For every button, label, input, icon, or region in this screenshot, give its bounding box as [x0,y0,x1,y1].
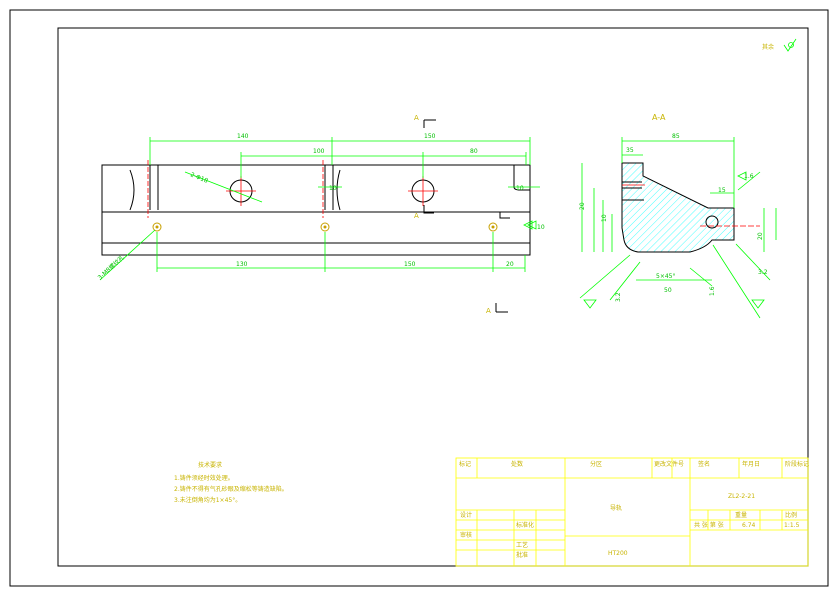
front-dims-bottom: 130 150 20 [156,232,526,272]
hdr-count: 处数 [511,460,523,468]
cell-process: 工艺 [516,541,528,549]
roughness-val-1: 3.2 [615,292,622,302]
material: HT200 [608,550,628,557]
rail-outline [101,164,531,256]
surface-finish-note: 其余 [762,38,797,52]
inner-border [57,27,809,567]
dim-130: 130 [236,261,248,268]
rail-mid-curve [336,169,341,211]
cut-marker-top: A [414,114,436,128]
tapped-hole-1 [152,222,162,232]
title-block-frame [455,457,809,567]
hdr-weight: 重量 [735,511,747,519]
sec-dim-10: 10 [601,214,608,222]
sec-dim-15: 15 [718,187,726,194]
hdr-date: 年月日 [742,460,760,468]
hdr-change: 更改文件号 [654,460,684,468]
sec-dim-20: 20 [579,202,586,210]
dim-140: 140 [237,133,249,140]
cut-marker-mid: A [414,205,434,220]
hdr-sign: 签名 [698,460,710,468]
dim-80: 80 [470,148,478,155]
cell-approve: 批准 [516,551,528,559]
note-2: 2.铸件不得有气孔砂眼及缩松等铸造缺陷。 [174,485,288,493]
roughness-icon-3 [737,171,747,181]
front-dims-side: 10 10 10 [318,185,545,231]
technical-notes: 技术要求 1.铸件须经时效处理。 2.铸件不得有气孔砂眼及缩松等铸造缺陷。 3.… [174,461,288,504]
section-dims: 85 35 20 10 15 20 5×45° 50 [579,133,777,294]
hole-leader: 2-Φ18 [184,171,263,203]
front-view: 140 150 100 80 10 10 10 2-Φ18 [96,114,545,315]
tapped-hole-3 [488,222,498,232]
rail-slots [149,165,530,210]
section-title: A-A [652,113,666,122]
front-dims-top: 140 150 100 80 [149,133,531,178]
section-view: A-A 85 35 20 10 [523,113,777,319]
note-1: 1.铸件须经时效处理。 [174,474,234,482]
hdr-mark: 标记 [459,460,471,468]
roughness-icon-1 [583,299,597,309]
drawing-number: ZL2-2-21 [728,493,755,500]
roughness-val-2: 1.6 [709,286,716,296]
notes-title: 技术要求 [198,461,222,469]
title-block: 标记 处数 分区 更改文件号 签名 年月日 阶段标记 重量 比例 设计 标准化 … [455,457,809,567]
tapped-hole-2 [320,222,330,232]
roughness-icon-4 [523,220,533,230]
cut-marker-bottom: A [486,303,508,315]
dim-150-bottom: 150 [404,261,416,268]
cell-design: 设计 [460,511,472,519]
roughness-check-icon [783,38,797,52]
hole-right [408,176,438,206]
roughness-icon-2 [751,299,765,309]
dim-100: 100 [313,148,325,155]
sec-dim-chamfer: 5×45° [656,273,675,280]
hdr-zone: 分区 [590,460,602,468]
outer-border [9,9,829,587]
note-3: 3.未注倒角均为1×45°。 [174,496,241,504]
surface-finish-label: 其余 [762,43,774,51]
sec-dim-20b: 20 [757,232,764,240]
cut-label-top: A [414,114,419,122]
dim-150-top: 150 [424,133,436,140]
part-name: 导轨 [610,504,622,512]
dim-20: 20 [506,261,514,268]
cell-standard: 标准化 [516,521,534,529]
section-body [621,162,735,253]
rail-notch [499,212,510,219]
cell-review: 审核 [460,531,472,539]
sec-dim-35: 35 [626,147,634,154]
roughness-val-4: 1.6 [744,173,754,180]
section-lines [622,181,644,201]
tapped-callout: 3-M8螺纹孔 [96,253,126,281]
cut-label-mid: A [414,212,419,220]
sec-dim-50: 50 [664,287,672,294]
roughness-circle-icon [788,42,794,48]
sheet-count: 共 张 第 张 [694,521,724,529]
roughness-val-3: 3.2 [758,269,768,276]
scale-value: 1:1.5 [784,522,800,529]
cut-label-bottom: A [486,307,491,315]
rail-end-curve [129,169,135,211]
section-bore [705,215,719,229]
hole-left [226,176,256,206]
tapped-leader: 3-M8螺纹孔 [96,229,156,281]
dim-10-a: 10 [329,185,337,192]
dim-10-c: 10 [537,224,545,231]
weight-value: 6.74 [742,522,756,529]
section-leaders [579,171,771,319]
hole-callout: 2-Φ18 [189,171,209,184]
dim-10-b: 10 [516,185,524,192]
sec-dim-85: 85 [672,133,680,140]
section-roughness: 3.2 1.6 3.2 1.6 [523,171,768,309]
hdr-scale: 比例 [785,511,797,519]
hdr-stage: 阶段标记 [785,460,809,468]
